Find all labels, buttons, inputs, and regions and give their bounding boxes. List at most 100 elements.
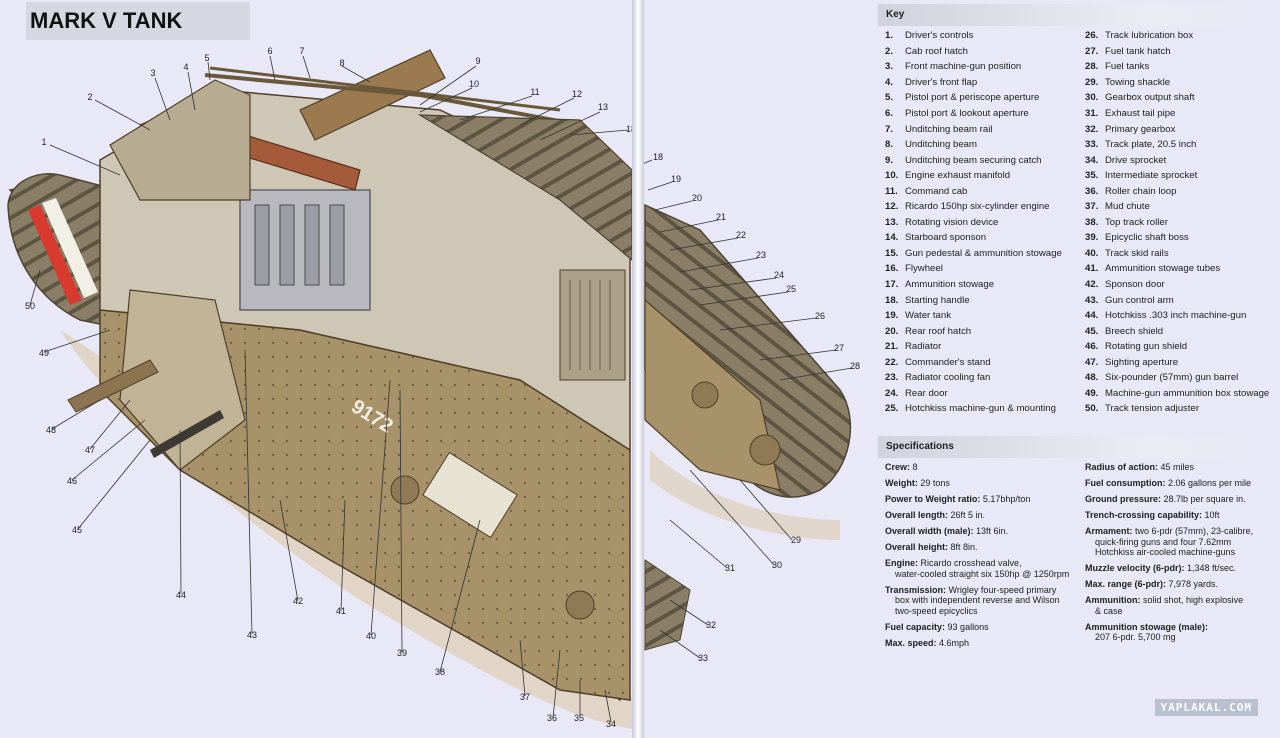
spec-label: Transmission: [885, 584, 947, 595]
key-item-number: 36. [1085, 185, 1099, 197]
callout-42: 42 [292, 596, 304, 606]
key-item-number: 26. [1085, 30, 1099, 42]
page-title: MARK V TANK [30, 8, 183, 33]
key-item: 42.Sponson door [1085, 277, 1275, 293]
white-stripe [42, 198, 98, 298]
key-item-number: 42. [1085, 279, 1099, 291]
key-item-number: 25. [885, 403, 899, 415]
callout-39: 39 [396, 648, 408, 658]
callout-36: 36 [546, 713, 558, 723]
callout-50: 50 [24, 301, 36, 311]
key-item: 2.Cab roof hatch [885, 44, 1085, 60]
callout-40: 40 [365, 631, 377, 641]
page-gutter [632, 0, 644, 738]
key-item: 39.Epicyclic shaft boss [1085, 230, 1275, 246]
callout-4: 4 [183, 62, 189, 72]
callout-37: 37 [519, 692, 531, 702]
key-item: 21.Radiator [885, 339, 1085, 355]
key-item-label: Top track roller [1105, 216, 1168, 228]
spec-item: Ground pressure: 28.7lb per square in. [1085, 494, 1275, 505]
key-item-number: 39. [1085, 232, 1099, 244]
spec-label: Weight: [885, 478, 918, 488]
callout-27: 27 [833, 343, 845, 353]
key-item-label: Breech shield [1105, 325, 1164, 337]
key-item-label: Ammunition stowage [905, 279, 995, 291]
callout-25: 25 [785, 284, 797, 294]
key-item: 48.Six-pounder (57mm) gun barrel [1085, 370, 1275, 386]
spec-value: 2.06 gallons per mile [1168, 478, 1252, 488]
spec-value-continued: & case [1095, 605, 1123, 616]
spec-label: Ammunition: [1085, 595, 1141, 605]
key-item: 34.Drive sprocket [1085, 152, 1275, 168]
callout-23: 23 [755, 250, 767, 260]
key-item-number: 19. [885, 310, 899, 322]
key-item-label: Fuel tank hatch [1105, 45, 1171, 57]
spec-label: Power to Weight ratio: [885, 494, 981, 504]
key-item-number: 24. [885, 387, 899, 399]
spec-label: Overall length: [885, 510, 949, 520]
key-item: 25.Hotchkiss machine-gun & mounting [885, 401, 1085, 417]
key-item-label: Rotating vision device [905, 216, 999, 228]
key-item-label: Sighting aperture [1105, 356, 1179, 368]
key-item-label: Gun control arm [1105, 294, 1174, 306]
key-item: 14.Starboard sponson [885, 230, 1085, 246]
key-item: 33.Track plate, 20.5 inch [1085, 137, 1275, 153]
key-item-number: 18. [885, 294, 899, 306]
spec-value: 93 gallons [947, 621, 989, 632]
key-item-label: Track tension adjuster [1105, 403, 1200, 415]
spec-item: Overall height: 8ft 8in. [885, 542, 1080, 553]
callout-21: 21 [715, 212, 727, 222]
spec-value: 45 miles [1160, 462, 1195, 472]
key-item: 16.Flywheel [885, 261, 1085, 277]
callout-7: 7 [299, 46, 305, 56]
spec-value: 1,348 ft/sec. [1187, 563, 1237, 573]
tank-cutaway-illustration: MARK V TANK [7, 0, 860, 738]
key-item-label: Pistol port & lookout aperture [905, 108, 1029, 119]
key-item: 38.Top track roller [1085, 215, 1275, 231]
key-item-number: 33. [1085, 139, 1099, 151]
callout-38: 38 [434, 667, 446, 677]
key-item: 31.Exhaust tail pipe [1085, 106, 1275, 122]
key-item-number: 29. [1085, 76, 1099, 88]
key-item-number: 45. [1085, 325, 1099, 337]
spec-item: Radius of action: 45 miles [1085, 462, 1275, 473]
key-item-number: 47. [1085, 356, 1099, 368]
key-item-number: 13. [885, 216, 899, 228]
key-item: 23.Radiator cooling fan [885, 370, 1085, 386]
key-item: 20.Rear roof hatch [885, 323, 1085, 339]
key-item: 9.Unditching beam securing catch [885, 152, 1085, 168]
spec-label: Overall height: [885, 542, 949, 552]
key-item-number: 28. [1085, 61, 1099, 73]
spec-value-continued: water-cooled straight six 150hp @ 1250rp… [895, 568, 1070, 579]
key-item-number: 27. [1085, 45, 1099, 57]
key-item: 44.Hotchkiss .303 inch machine-gun [1085, 308, 1275, 324]
key-item: 45. Breech shield [1085, 323, 1275, 339]
key-item: 1.Driver's controls [885, 28, 1085, 44]
key-item: 32. Primary gearbox [1085, 121, 1275, 137]
callout-10: 10 [468, 79, 480, 89]
key-item-number: 23. [885, 372, 899, 384]
key-item-label: Starboard sponson [905, 232, 987, 244]
spec-value: 5.17bhp/ton [982, 494, 1031, 504]
spec-item: Power to Weight ratio: 5.17bhp/ton [885, 494, 1080, 505]
key-item: 11.Command cab [885, 183, 1085, 199]
spec-value-continued: quick-firing guns and four 7.62mm Hotchk… [1095, 536, 1236, 558]
key-item-label: Track lubrication box [1105, 30, 1194, 42]
key-item-number: 21. [885, 341, 899, 353]
key-item-label: Roller chain loop [1105, 185, 1177, 197]
key-item-label: Driver's controls [905, 30, 974, 42]
key-item-label: Primary gearbox [1105, 123, 1176, 135]
spec-label: Armament: [1085, 526, 1133, 536]
callout-2: 2 [87, 92, 93, 102]
key-item-number: 41. [1085, 263, 1099, 275]
tank-drawing: 9172 [7, 49, 853, 730]
key-item-label: Towing shackle [1105, 76, 1171, 88]
key-item-number: 32. [1085, 123, 1099, 135]
key-item-number: 44. [1085, 310, 1099, 322]
key-item-label: Rear roof hatch [905, 325, 972, 337]
spec-value: 28.7lb per square in. [1163, 494, 1246, 504]
callout-26: 26 [814, 311, 826, 321]
key-item: 12.Ricardo 150hp six-cylinder engine [885, 199, 1085, 215]
key-item-label: Water tank [905, 310, 952, 322]
